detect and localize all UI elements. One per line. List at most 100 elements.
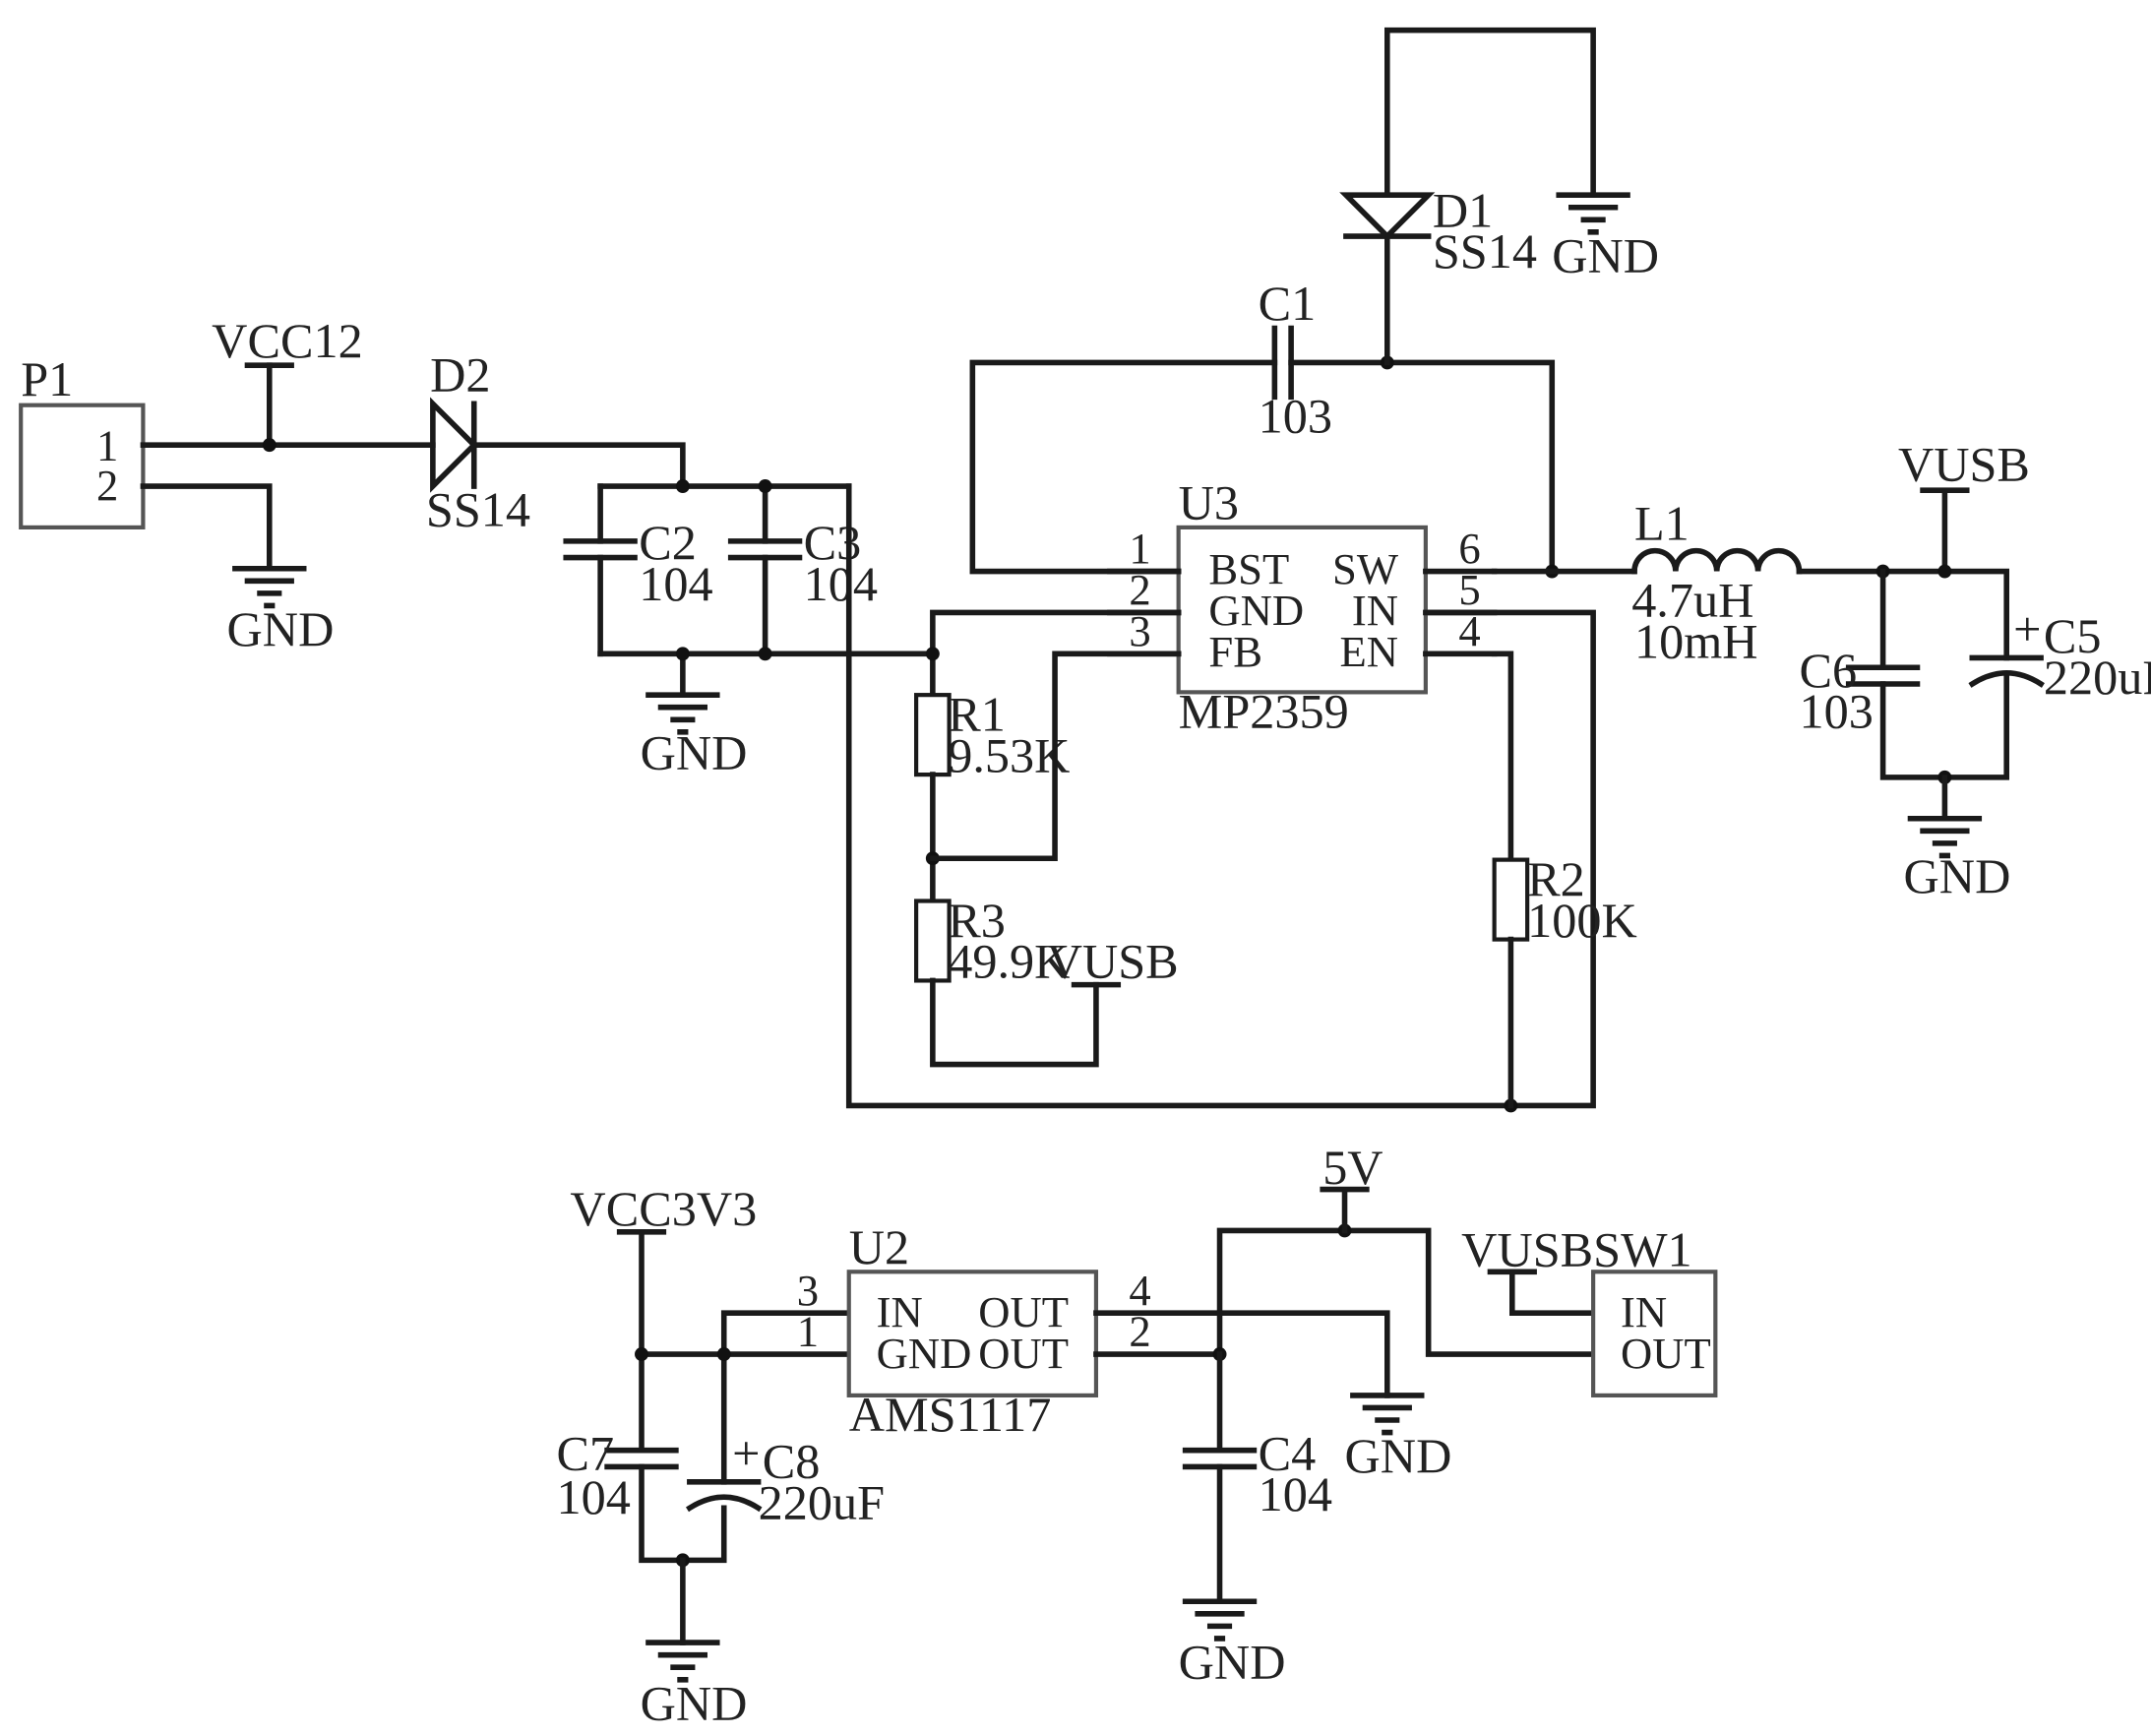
pin-name: IN <box>1621 1287 1667 1336</box>
pin-number: 6 <box>1458 524 1480 573</box>
capacitor-plates <box>727 538 803 561</box>
pin-name: EN <box>1339 627 1398 676</box>
pin-name: OUT <box>978 1287 1069 1336</box>
capacitor-plate-negative <box>1968 670 2045 688</box>
pin-number: 2 <box>1129 1307 1150 1356</box>
wire-u2-out4 <box>1093 1310 1390 1398</box>
ground-label: GND <box>641 1675 748 1730</box>
wire-vin-to-in <box>845 483 1596 1109</box>
capacitor-ref: C3 <box>804 515 862 570</box>
pin-name: BST <box>1208 544 1289 593</box>
ground-label: GND <box>1179 1634 1286 1689</box>
ground-label: GND <box>641 725 748 780</box>
wire-d2-cathode <box>470 442 686 489</box>
ic-ref: U3 <box>1179 475 1239 530</box>
net-label-vcc12: VCC12 <box>212 313 363 368</box>
capacitor-value: 104 <box>804 556 878 611</box>
capacitor-ref: C1 <box>1259 276 1317 331</box>
connector-pin-2: 2 <box>96 461 118 510</box>
pin-number: 4 <box>1129 1266 1150 1315</box>
resistor-ref: R1 <box>948 686 1006 741</box>
capacitor-value: 220uF <box>759 1475 885 1530</box>
pin-number: 3 <box>1129 606 1150 655</box>
capacitor-c2[interactable]: C2 104 <box>563 515 713 611</box>
diode-value: SS14 <box>426 482 530 537</box>
ic-u3[interactable]: U3 MP2359 1 2 3 BST GND FB 6 5 4 SW IN E… <box>1107 475 1498 739</box>
diode-ref: D2 <box>430 347 490 403</box>
pin-name: OUT <box>978 1329 1069 1378</box>
wire-u2-in-pin <box>720 1310 852 1357</box>
wire-u2-out2-5v <box>1093 1227 1596 1357</box>
ground-symbol: GND <box>641 692 748 780</box>
capacitor-c4[interactable]: C4 104 <box>1182 1425 1332 1521</box>
ic-u2[interactable]: U2 AMS1117 3 1 IN GND 4 2 OUT OUT <box>797 1219 1151 1442</box>
resistor-value: 100K <box>1527 893 1637 948</box>
inductor-value: 4.7uH <box>1631 573 1753 628</box>
ground-label: GND <box>1552 227 1659 282</box>
capacitor-value: 103 <box>1259 389 1332 444</box>
resistor-ref: R3 <box>948 893 1006 948</box>
connector-p1[interactable]: P1 1 2 <box>19 351 146 529</box>
wire-fb <box>930 651 1182 862</box>
inductor-value-2: 10mH <box>1634 613 1758 668</box>
wire-vusb-label <box>1920 487 1970 575</box>
resistor-r3[interactable]: R3 49.9K <box>914 893 1070 989</box>
resistor-r1[interactable]: R1 9.53K <box>914 686 1070 782</box>
capacitor-value: 220uF <box>2044 650 2151 705</box>
resistor-body <box>914 899 952 983</box>
junction <box>262 438 277 453</box>
capacitor-c5[interactable]: + C5 220uF <box>1968 601 2151 705</box>
resistor-r2[interactable]: R2 100K <box>1492 851 1637 948</box>
capacitor-ref: C4 <box>1259 1425 1317 1480</box>
ground-label: GND <box>1904 848 2011 903</box>
resistor-body <box>914 693 952 777</box>
capacitor-plates <box>1271 325 1294 401</box>
pin-name: IN <box>1352 586 1398 635</box>
resistor-value: 49.9K <box>948 934 1070 989</box>
capacitor-plates <box>1182 1447 1258 1470</box>
ground-label: GND <box>1345 1428 1452 1483</box>
wire-d1-anode <box>1384 27 1596 198</box>
pin-number: 2 <box>1129 565 1150 614</box>
wire-vusb-output <box>1796 568 2009 661</box>
capacitor-c3[interactable]: C3 104 <box>727 515 878 611</box>
wire-vusb-sw1 <box>1487 1269 1596 1316</box>
pin-name: IN <box>877 1287 923 1336</box>
capacitor-c7[interactable]: C7 104 <box>556 1425 679 1524</box>
wire-5v-label <box>1320 1186 1370 1234</box>
pin-number: 3 <box>797 1266 819 1315</box>
capacitor-ref: C2 <box>639 515 697 570</box>
junction <box>1937 564 1952 579</box>
resistor-ref: R2 <box>1527 851 1585 906</box>
capacitor-ref: C7 <box>556 1425 614 1480</box>
net-label-vusb: VUSB <box>1461 1222 1593 1277</box>
capacitor-value: 104 <box>639 556 712 611</box>
ic-body <box>846 1270 1099 1397</box>
connector-ref: P1 <box>21 351 73 406</box>
diode-d1[interactable]: D1 SS14 <box>1339 182 1537 279</box>
capacitor-c1[interactable]: C1 103 <box>1259 276 1332 443</box>
capacitor-c8[interactable]: + C8 220uF <box>685 1425 885 1530</box>
capacitor-plate-negative <box>685 1494 763 1513</box>
pin-name: GND <box>1208 586 1304 635</box>
switch-sw1[interactable]: SW1 IN OUT <box>1591 1222 1718 1397</box>
wire-p1-vcc12: VCC12 <box>140 313 436 448</box>
pin-number: 1 <box>1129 524 1150 573</box>
inductor-l1[interactable]: L1 4.7uH 10mH <box>1631 495 1803 668</box>
pin-number: 1 <box>797 1307 819 1356</box>
ic-ref: U2 <box>849 1219 909 1274</box>
ground-symbol: GND <box>1552 192 1659 282</box>
capacitor-c6[interactable]: C6 103 <box>1799 643 1921 739</box>
wire-vcc3v3 <box>616 1229 727 1564</box>
diode-d2[interactable]: D2 SS14 <box>426 347 530 537</box>
diode-value: SS14 <box>1433 223 1537 279</box>
ground-symbol: GND <box>1179 1598 1286 1689</box>
wire-c1-sw <box>1288 359 1556 575</box>
junction <box>758 479 772 494</box>
ground-symbol: GND <box>1345 1393 1452 1483</box>
ground-label: GND <box>227 601 335 656</box>
capacitor-plates <box>604 1447 679 1470</box>
junction <box>635 1347 648 1362</box>
capacitor-plates <box>563 538 638 561</box>
